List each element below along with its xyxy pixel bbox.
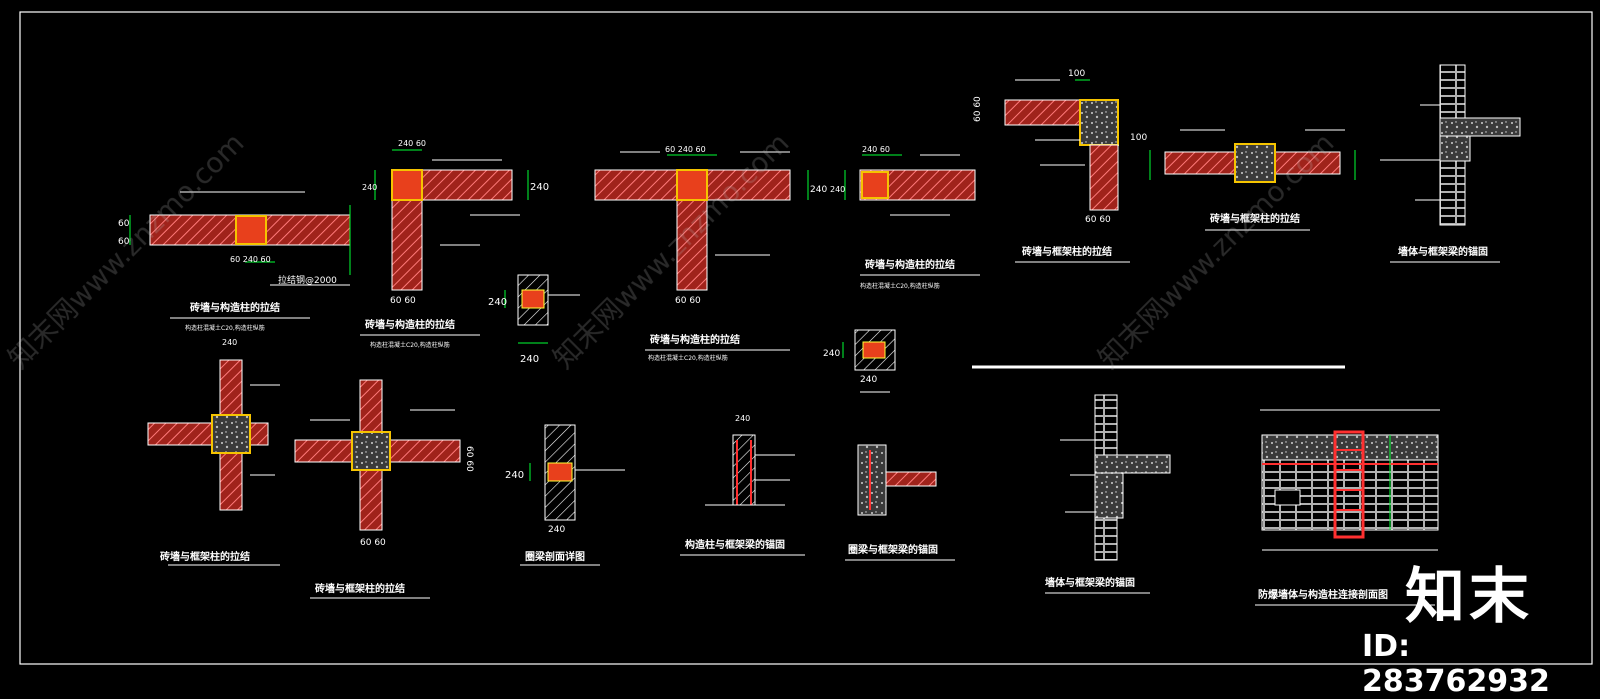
detail-title: 构造柱与框架梁的锚固 xyxy=(685,538,785,551)
detail-column-section-1: 240 240 xyxy=(488,274,580,365)
dim-label: 240 xyxy=(488,297,507,308)
detail-title: 砖墙与框架柱的拉结 xyxy=(315,582,405,595)
detail-title: 砖墙与框架柱的拉结 xyxy=(1210,212,1300,225)
detail-title: 砖墙与构造柱的拉结 xyxy=(865,258,955,271)
dim-label: 60 60 xyxy=(360,538,386,548)
dim-label: 60 60 xyxy=(464,446,474,472)
detail-wall-column-4: 240 60 240 砖墙与构造柱的拉结 构造柱混凝土C20,构造柱纵筋 xyxy=(830,145,980,290)
dim-label: 240 xyxy=(530,182,549,193)
dim-label: 240 xyxy=(735,414,750,423)
detail-wall-column-1: 60 60 60 240 60 拉结钢@2000 砖墙与构造柱的拉结 构造柱混凝… xyxy=(118,191,351,332)
detail-ring-beam-section: 240 240 圈梁剖面详图 xyxy=(505,424,625,566)
detail-wall-column-3: 60 240 60 240 60 60 砖墙与构造柱的拉结 构造柱混凝土C20,… xyxy=(594,145,827,362)
detail-title: 砖墙与构造柱的拉结 xyxy=(190,301,280,314)
dim-label: 240 60 xyxy=(398,139,426,148)
detail-title: 砖墙与构造柱的拉结 xyxy=(650,333,740,346)
cad-drawing-frame: 60 60 60 240 60 拉结钢@2000 砖墙与构造柱的拉结 构造柱混凝… xyxy=(2,11,1593,699)
detail-column-beam-anchor: 240 构造柱与框架梁的锚固 xyxy=(680,414,805,556)
dim-label: 240 xyxy=(505,470,524,481)
brand-logo: 知末 xyxy=(1405,562,1533,632)
dim-label: 60 xyxy=(118,237,130,247)
detail-wall-beam-1: 墙体与框架梁的锚固 xyxy=(1380,64,1521,263)
tie-note: 拉结钢@2000 xyxy=(278,274,337,286)
dim-label: 240 xyxy=(810,185,827,195)
detail-wall-beam-2: 墙体与框架梁的锚固 xyxy=(1045,394,1171,594)
detail-title: 墙体与框架梁的锚固 xyxy=(1398,245,1488,258)
detail-frame-column-2: 砖墙与框架柱的拉结 xyxy=(1149,129,1356,231)
detail-title: 砖墙与构造柱的拉结 xyxy=(365,318,455,331)
detail-title: 圈梁与框架梁的锚固 xyxy=(848,543,938,556)
dim-label: 60 xyxy=(118,219,130,229)
dim-label: 240 xyxy=(222,338,237,347)
detail-note: 构造柱混凝土C20,构造柱纵筋 xyxy=(185,324,265,332)
detail-frame-column-3: 240 砖墙与框架柱的拉结 xyxy=(147,338,280,566)
dim-label: 60 240 60 xyxy=(230,255,271,264)
detail-title: 墙体与框架梁的锚固 xyxy=(1045,576,1135,589)
dim-label: 60 60 xyxy=(675,296,701,306)
dim-label: 60 240 60 xyxy=(665,145,706,154)
dim-label: 240 xyxy=(362,183,377,192)
dim-label: 60 60 xyxy=(1085,215,1111,225)
sheet-border xyxy=(19,11,1593,665)
image-id-label: ID: 283762932 xyxy=(1362,629,1550,699)
dim-label: 240 xyxy=(520,354,539,365)
dim-label: 240 60 xyxy=(862,145,890,154)
detail-frame-column-1: 100 60 60 100 60 60 砖墙与框架柱的拉结 xyxy=(973,69,1147,263)
detail-note: 构造柱混凝土C20,构造柱纵筋 xyxy=(860,282,940,290)
dim-label: 100 xyxy=(1068,69,1085,79)
detail-note: 构造柱混凝土C20,构造柱纵筋 xyxy=(648,354,728,362)
detail-title: 防爆墙体与构造柱连接剖面图 xyxy=(1258,588,1388,601)
detail-blast-wall-section: 防爆墙体与构造柱连接剖面图 xyxy=(1255,409,1440,606)
dim-label: 240 xyxy=(548,525,565,535)
dim-label: 240 xyxy=(830,185,845,194)
construction-detail-drawing: 60 60 60 240 60 拉结钢@2000 砖墙与构造柱的拉结 构造柱混凝… xyxy=(2,11,1593,665)
dim-label: 60 60 xyxy=(973,96,983,122)
detail-frame-column-4: 60 60 60 60 砖墙与框架柱的拉结 xyxy=(294,379,474,599)
dim-label: 240 xyxy=(823,349,840,359)
dim-label: 100 xyxy=(1130,133,1147,143)
detail-title: 砖墙与框架柱的拉结 xyxy=(160,550,250,563)
svg-text:知末网www.znzmo.com: 知末网www.znzmo.com xyxy=(2,126,251,375)
detail-title: 圈梁剖面详图 xyxy=(525,550,585,563)
dim-label: 240 xyxy=(860,375,877,385)
detail-title: 砖墙与框架柱的拉结 xyxy=(1022,245,1112,258)
detail-wall-column-2: 240 60 240 240 60 60 砖墙与构造柱的拉结 构造柱混凝土C20… xyxy=(360,139,549,349)
detail-ring-beam-anchor: 圈梁与框架梁的锚固 xyxy=(845,444,955,561)
dim-label: 60 60 xyxy=(390,296,416,306)
detail-note: 构造柱混凝土C20,构造柱纵筋 xyxy=(370,341,450,349)
detail-column-section-2: 240 240 xyxy=(823,329,896,393)
